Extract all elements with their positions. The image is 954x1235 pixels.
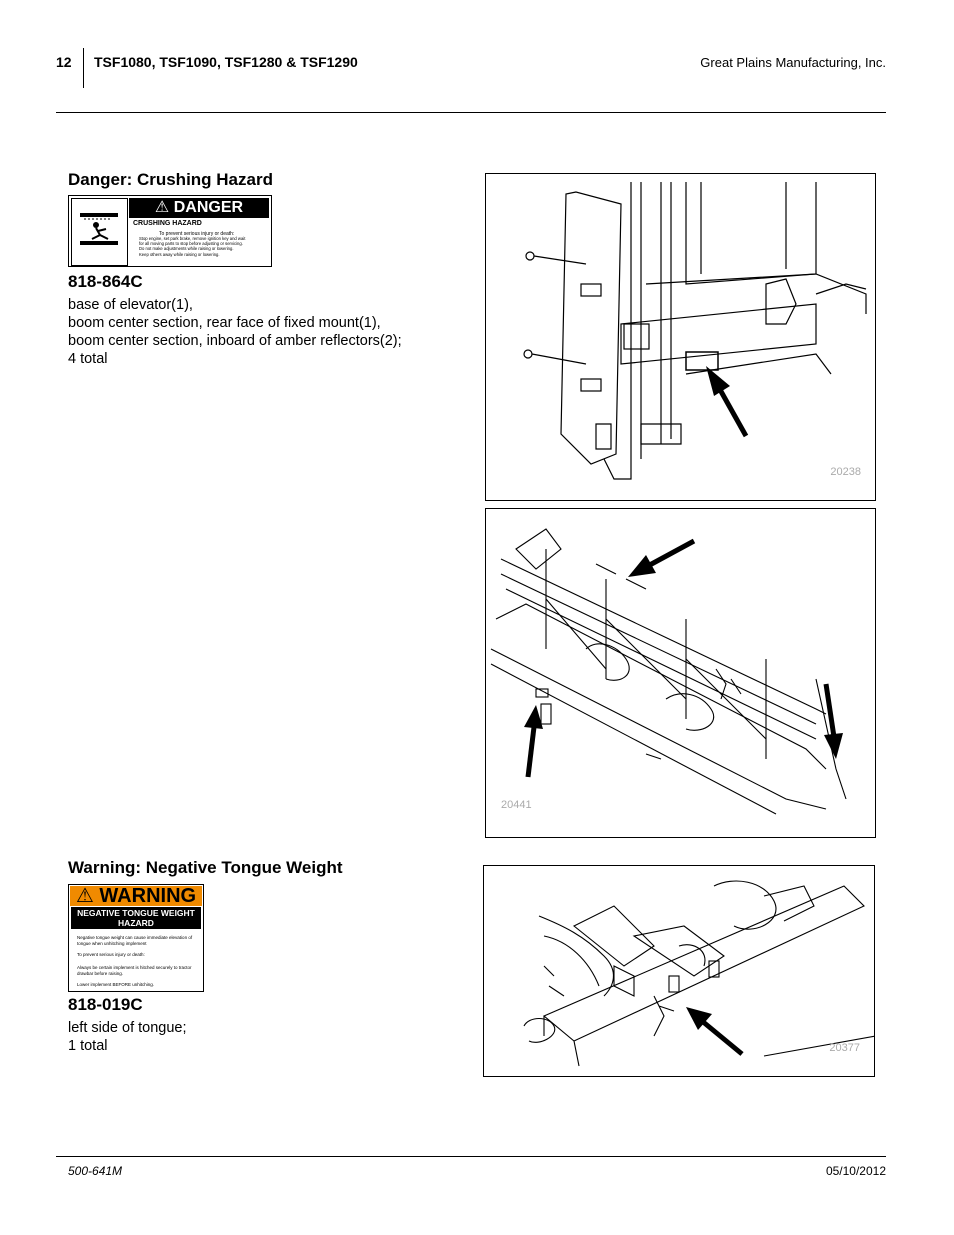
boom-frame-illustration-icon (490, 528, 847, 815)
page-number: 12 (56, 54, 72, 70)
figure-tongue-hitch: 20377 (483, 865, 875, 1077)
decal-text: Negative tongue weight can cause immedia… (77, 935, 193, 946)
danger-decal: ⚠ DANGER CRUSHING HAZARD To prevent seri… (68, 195, 272, 267)
section-heading-tongue-weight: Warning: Negative Tongue Weight (68, 858, 343, 877)
elevator-mount-illustration-icon (523, 182, 867, 480)
part-number-818-019c: 818-019C (68, 995, 143, 1014)
location-description: base of elevator(1), boom center section… (68, 297, 402, 367)
header-rule (56, 112, 886, 113)
company-name: Great Plains Manufacturing, Inc. (700, 55, 886, 70)
figure-number: 20377 (829, 1042, 860, 1054)
warning-decal: ⚠ WARNING NEGATIVE TONGUE WEIGHT HAZARD … (68, 884, 204, 992)
figure-number: 20441 (501, 799, 532, 811)
tongue-hitch-illustration-icon (523, 880, 874, 1067)
decal-bullets: Stop engine, set park brake, remove igni… (139, 236, 246, 257)
decal-subtitle: To prevent serious injury or death: (159, 231, 235, 237)
warning-header: ⚠ WARNING (70, 886, 202, 906)
decal-bullet: Always be certain implement is hitched s… (77, 965, 192, 976)
footer-rule (56, 1156, 886, 1157)
decal-subtitle: To prevent serious injury or death: (77, 952, 145, 957)
figure-number: 20238 (830, 466, 861, 478)
figure-boom-frame: 20441 (485, 508, 876, 838)
decal-title: NEGATIVE TONGUE WEIGHT HAZARD (71, 907, 201, 929)
part-number-818-864c: 818-864C (68, 272, 143, 291)
decal-title: CRUSHING HAZARD (133, 220, 202, 227)
danger-header: ⚠ DANGER (129, 198, 269, 218)
document-title: TSF1080, TSF1090, TSF1280 & TSF1290 (94, 54, 358, 70)
decal-bullet: Lower implement BEFORE unhitching. (77, 982, 155, 987)
revision-date: 05/10/2012 (825, 1164, 886, 1178)
header-divider (83, 48, 84, 88)
crushing-pictogram-icon (71, 198, 128, 266)
section-heading-crushing: Danger: Crushing Hazard (68, 170, 273, 189)
document-number: 500-641M (68, 1164, 123, 1178)
location-description: left side of tongue; 1 total (68, 1020, 187, 1054)
figure-elevator-mount: 20238 (485, 173, 876, 501)
